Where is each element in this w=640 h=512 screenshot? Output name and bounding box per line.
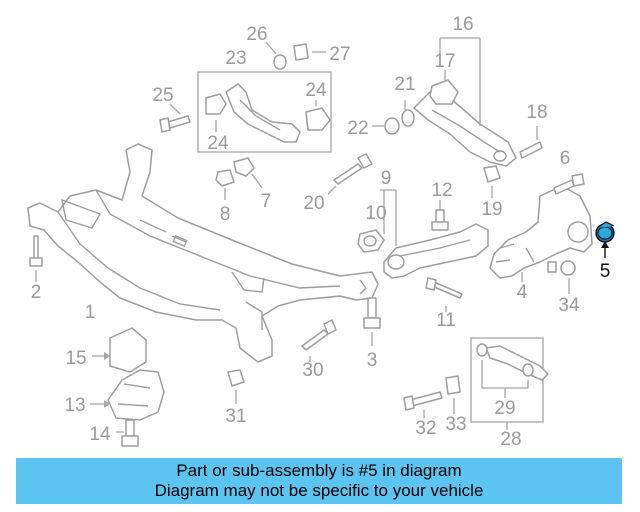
part-label-7: 7 xyxy=(261,191,272,212)
part-30-bolt xyxy=(301,319,337,362)
part-label-30: 30 xyxy=(302,360,323,381)
part-28-link-box xyxy=(470,337,549,430)
part-label-10: 10 xyxy=(365,203,386,224)
part-label-26: 26 xyxy=(246,24,267,45)
part-label-3: 3 xyxy=(367,350,378,371)
part-2-bolt xyxy=(29,235,43,282)
part-14-bolt xyxy=(116,419,139,447)
part-4-knuckle xyxy=(489,185,593,282)
part-label-5: 5 xyxy=(600,261,611,282)
part-label-14: 14 xyxy=(89,424,111,445)
notice-line-2: Diagram may not be specific to your vehi… xyxy=(154,481,484,500)
part-label-22: 22 xyxy=(347,118,368,139)
part-label-19: 19 xyxy=(481,199,502,220)
notice-banner: Part or sub-assembly is #5 in diagram Di… xyxy=(16,458,622,504)
notice-line-1: Part or sub-assembly is #5 in diagram xyxy=(176,461,462,480)
part-13-bracket xyxy=(90,369,165,421)
part-31-nut xyxy=(227,369,245,404)
part-32-bolt xyxy=(403,391,443,418)
part-label-29: 29 xyxy=(494,398,515,419)
part-26-washer xyxy=(265,41,287,70)
part-12-bolt xyxy=(431,200,449,231)
part-label-31: 31 xyxy=(225,406,246,427)
subframe-drawing xyxy=(27,143,379,363)
part-label-27: 27 xyxy=(329,44,350,65)
part-label-17: 17 xyxy=(434,51,455,72)
part-33-clip xyxy=(445,375,461,414)
part-3-bolt xyxy=(363,297,381,346)
part-label-18: 18 xyxy=(526,102,547,123)
part-label-1: 1 xyxy=(85,302,96,323)
part-label-6: 6 xyxy=(560,148,571,169)
part-9-lower-arm xyxy=(383,223,489,279)
part-6-bolt xyxy=(553,173,585,195)
part-label-9: 9 xyxy=(381,168,392,189)
part-label-34: 34 xyxy=(558,295,580,316)
part-label-13: 13 xyxy=(64,395,85,416)
part-label-8: 8 xyxy=(220,204,231,225)
part-number-labels: 1234567891011121314151617181920212223242… xyxy=(31,14,611,450)
part-10-bushing xyxy=(357,229,385,253)
exploded-parts-diagram: 1234567891011121314151617181920212223242… xyxy=(27,14,615,450)
part-27-nut xyxy=(293,43,326,61)
part-label-23: 23 xyxy=(225,48,246,69)
part-17-bushing xyxy=(429,70,459,105)
part-20-bolt xyxy=(327,153,373,195)
part-18-bolt xyxy=(519,126,543,159)
part-label-25: 25 xyxy=(152,85,173,106)
part-21-washer xyxy=(401,100,415,127)
part-8-nut xyxy=(215,169,235,200)
part-label-21: 21 xyxy=(394,74,415,95)
part-7-bracket xyxy=(233,157,263,189)
part-label-16: 16 xyxy=(452,14,473,35)
part-label-24: 24 xyxy=(305,80,327,101)
part-label-12: 12 xyxy=(431,180,452,201)
part-34-cap xyxy=(560,260,576,294)
part-25-bolt xyxy=(159,103,191,133)
part-22-washer xyxy=(372,117,400,135)
part-label-28: 28 xyxy=(500,429,521,450)
part-5-bushing-highlighted xyxy=(595,221,615,258)
part-label-15: 15 xyxy=(65,348,86,369)
part-label-32: 32 xyxy=(415,418,436,439)
part-16-upper-arm xyxy=(413,37,517,167)
part-11-bolt xyxy=(425,277,463,312)
part-19-nut xyxy=(483,165,501,198)
part-label-11: 11 xyxy=(436,310,456,331)
part-15-mount xyxy=(92,327,147,373)
part-label-33: 33 xyxy=(445,414,466,435)
part-label-2: 2 xyxy=(31,282,42,303)
part-23-control-arm-box xyxy=(197,71,332,153)
part-label-24: 24 xyxy=(207,133,229,154)
part-label-20: 20 xyxy=(303,193,324,214)
part-9-10-leaders xyxy=(380,189,397,246)
part-label-4: 4 xyxy=(517,282,528,303)
